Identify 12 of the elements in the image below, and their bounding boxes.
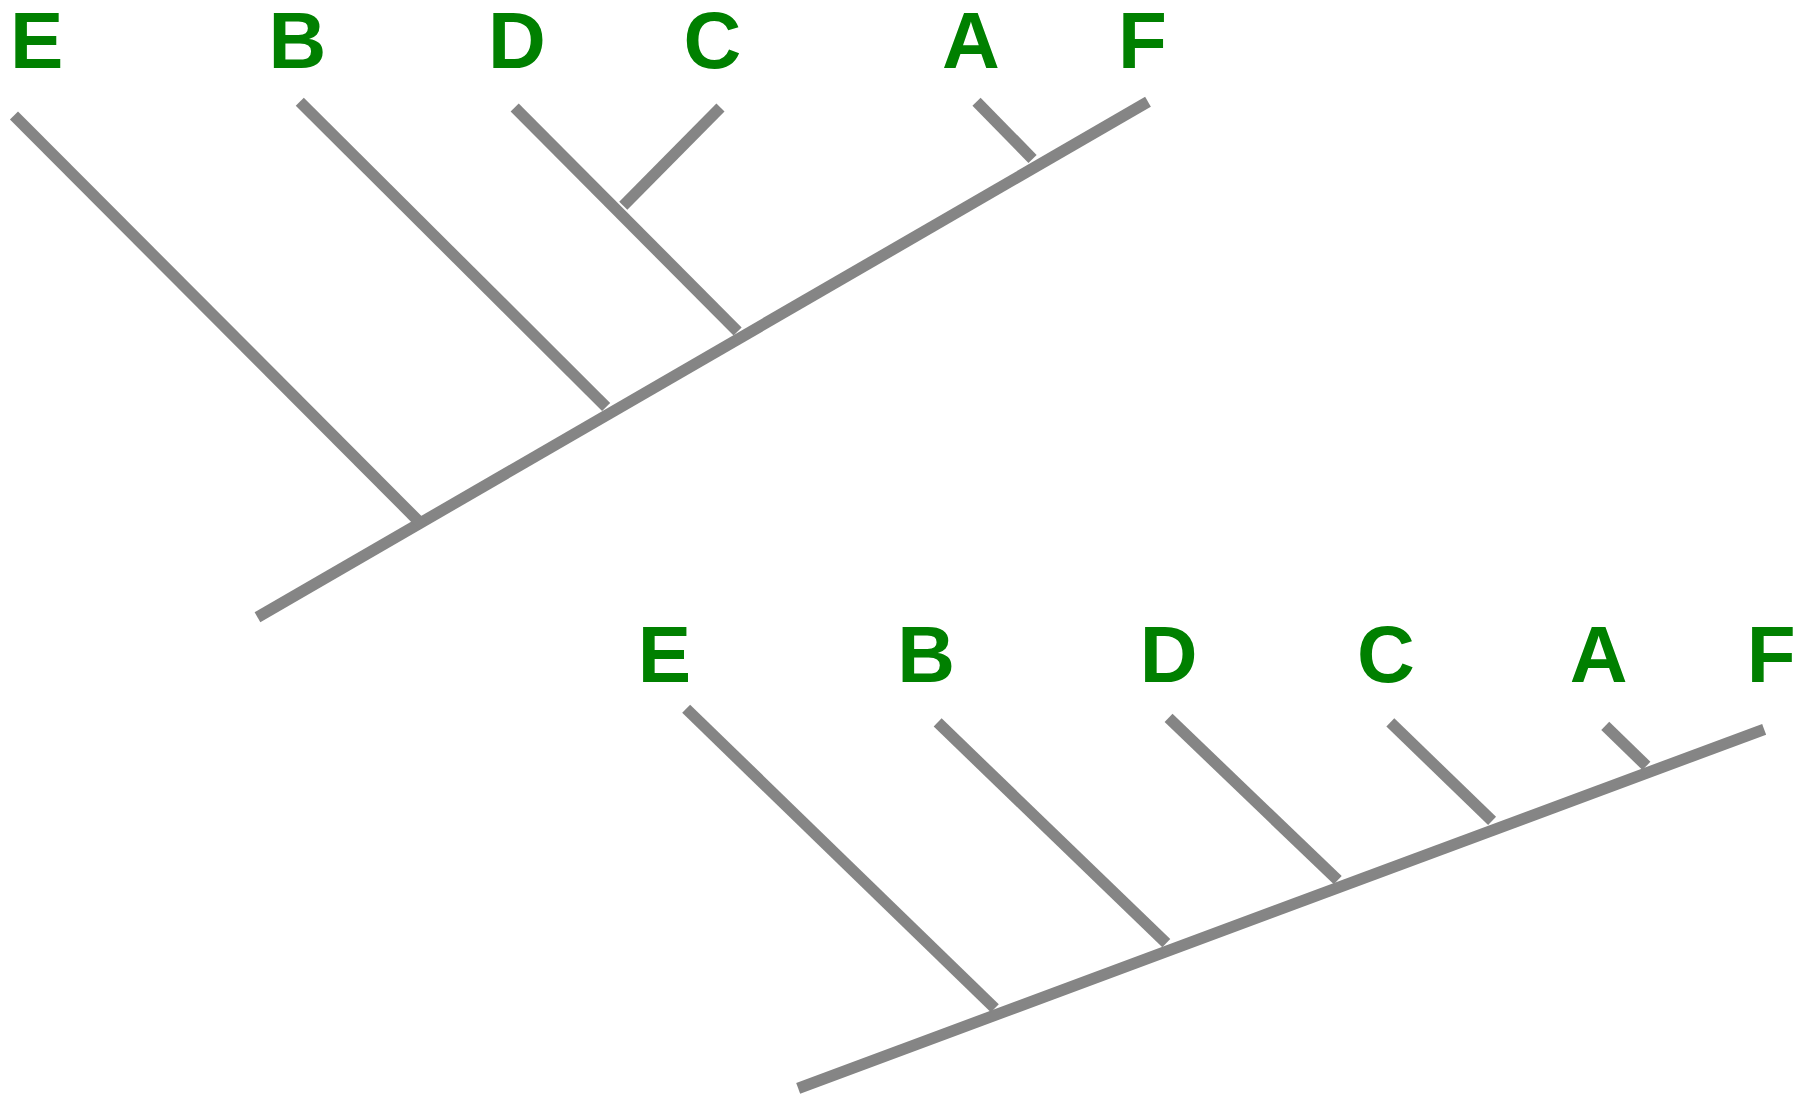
taxon-label: C (1357, 615, 1415, 696)
taxon-label: D (1139, 615, 1198, 696)
taxon-label: E (637, 615, 692, 696)
taxon-label: C (683, 1, 742, 82)
taxon-label: B (897, 615, 956, 696)
taxon-label: D (487, 1, 546, 82)
taxon-label: B (268, 1, 327, 82)
taxon-label: E (9, 1, 64, 82)
taxon-label: A (1569, 615, 1628, 696)
taxon-label: F (1117, 1, 1167, 82)
taxon-label: F (1746, 615, 1793, 696)
taxon-label: A (941, 1, 1000, 82)
